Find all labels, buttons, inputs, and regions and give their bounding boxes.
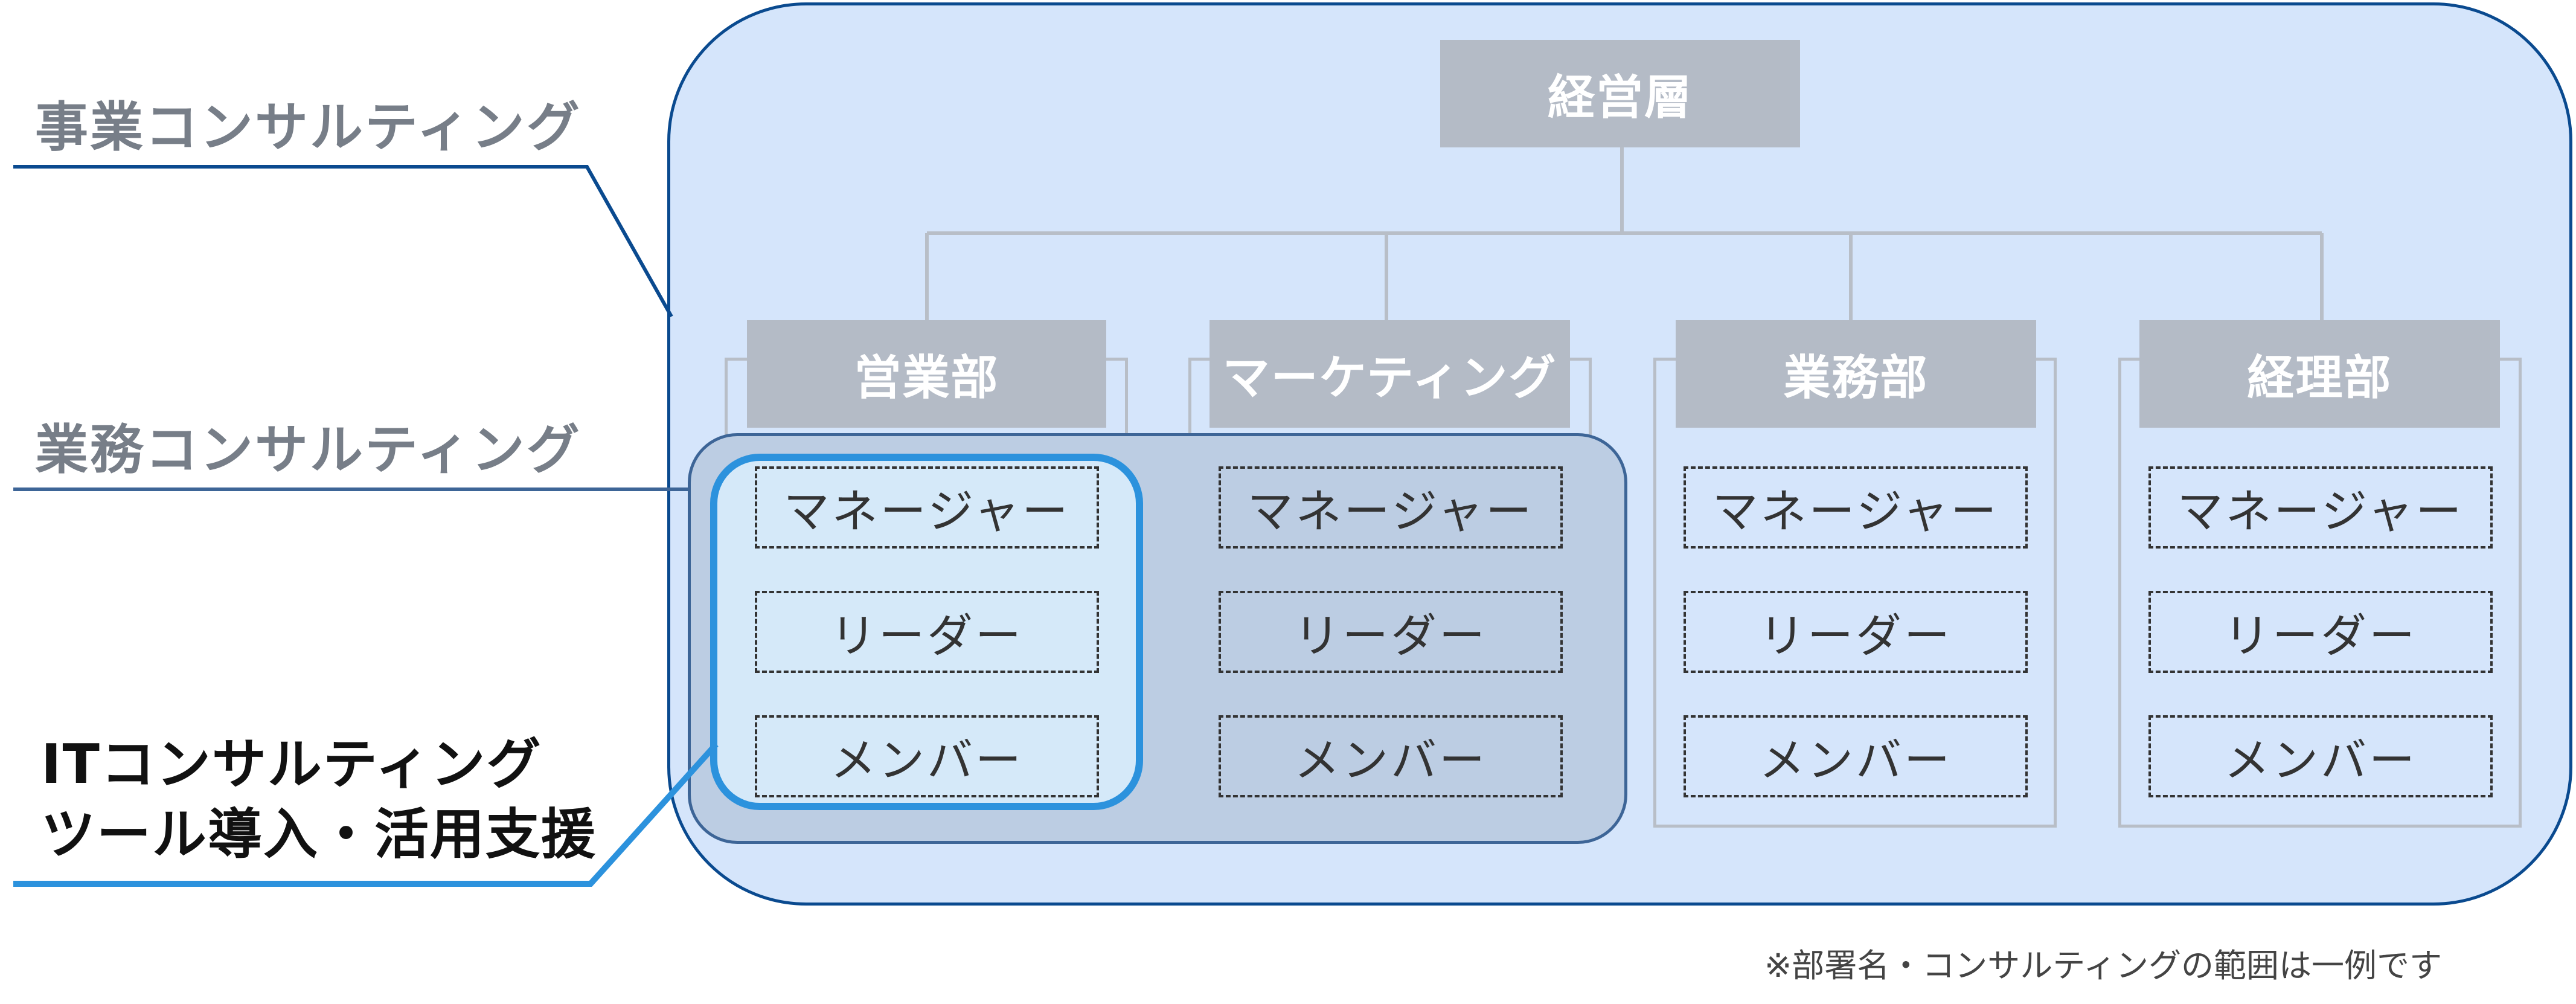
role-box-leader: リーダー bbox=[1219, 591, 1563, 673]
role-label: マネージャー bbox=[1247, 484, 1534, 538]
executive-label: 経営層 bbox=[1547, 71, 1693, 125]
role-label: リーダー bbox=[830, 609, 1024, 663]
role-label: メンバー bbox=[1759, 733, 1952, 787]
role-box-manager: マネージャー bbox=[1219, 466, 1563, 549]
dept-header-label: 業務部 bbox=[1783, 351, 1929, 405]
business-leader-line bbox=[13, 165, 673, 318]
role-label: メンバー bbox=[1294, 733, 1487, 787]
role-box-manager: マネージャー bbox=[1684, 466, 2028, 549]
role-label: リーダー bbox=[2224, 609, 2417, 663]
role-box-manager: マネージャー bbox=[755, 466, 1099, 549]
dept-header-marketing: マーケティング bbox=[1210, 320, 1570, 428]
role-box-manager: マネージャー bbox=[2148, 466, 2493, 549]
role-label: リーダー bbox=[1759, 609, 1952, 663]
dept-header-label: 経理部 bbox=[2247, 351, 2392, 405]
role-label: リーダー bbox=[1294, 609, 1487, 663]
dept-header-sales: 営業部 bbox=[747, 320, 1106, 428]
role-box-member: メンバー bbox=[1219, 715, 1563, 797]
dept-header-label: マーケティング bbox=[1222, 351, 1557, 405]
role-box-leader: リーダー bbox=[2148, 591, 2493, 673]
footnote: ※部署名・コンサルティングの範囲は一例です bbox=[1764, 947, 2443, 985]
role-box-leader: リーダー bbox=[755, 591, 1099, 673]
role-label: マネージャー bbox=[1712, 484, 1999, 538]
role-label: マネージャー bbox=[2177, 484, 2464, 538]
executive-box: 経営層 bbox=[1440, 40, 1800, 147]
it-consulting-region bbox=[710, 454, 1143, 810]
role-box-member: メンバー bbox=[755, 715, 1099, 797]
role-label: メンバー bbox=[2224, 733, 2417, 787]
role-label: マネージャー bbox=[783, 484, 1071, 538]
operations-consulting-label: 業務コンサルティング bbox=[35, 419, 582, 481]
dept-header-accounting: 経理部 bbox=[2139, 320, 2500, 428]
it-consulting-label-line2: ツール導入・活用支援 bbox=[41, 803, 597, 866]
it-consulting-label-line1: ITコンサルティング bbox=[41, 733, 542, 796]
role-box-leader: リーダー bbox=[1684, 591, 2028, 673]
dept-header-operations: 業務部 bbox=[1676, 320, 2036, 428]
role-label: メンバー bbox=[830, 733, 1024, 787]
role-box-member: メンバー bbox=[1684, 715, 2028, 797]
business-consulting-label: 事業コンサルティング bbox=[35, 96, 582, 158]
dept-header-label: 営業部 bbox=[854, 351, 999, 405]
it-leader-line bbox=[13, 742, 719, 887]
role-box-member: メンバー bbox=[2148, 715, 2493, 797]
